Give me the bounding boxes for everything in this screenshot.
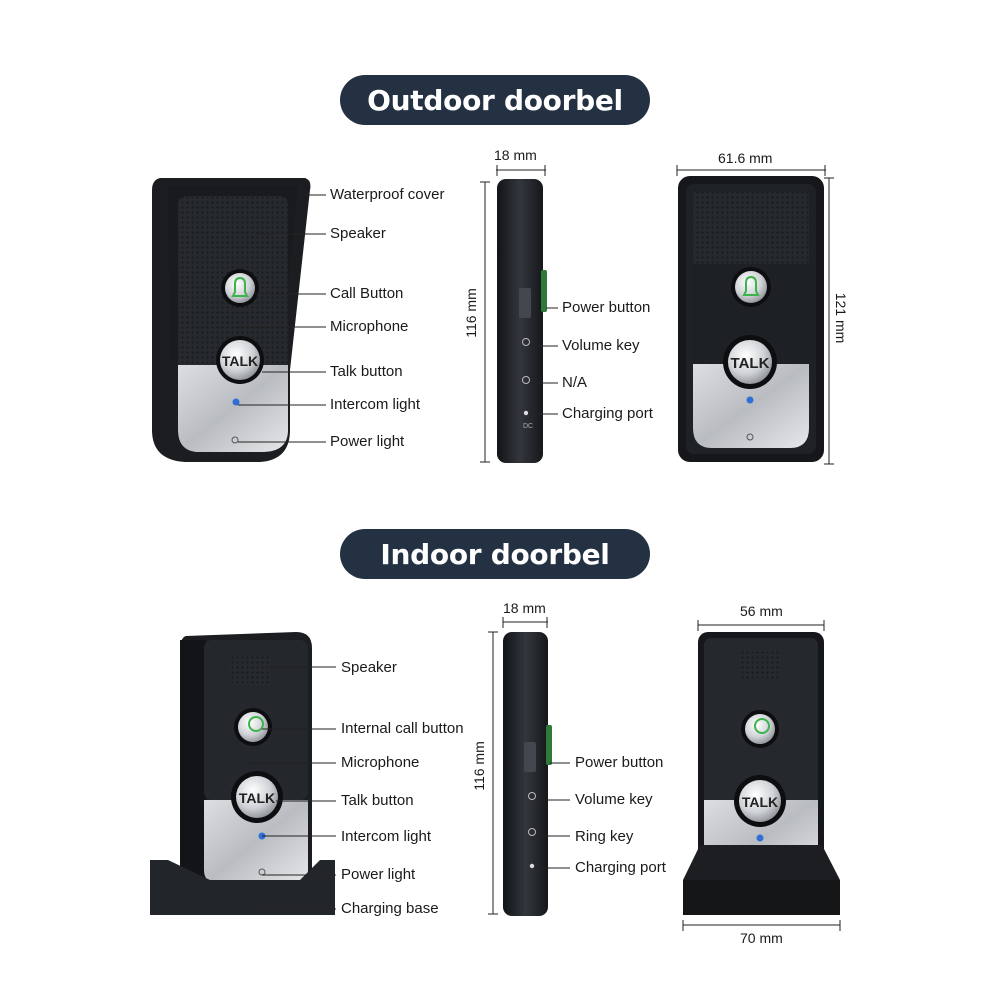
indoor-front-unit: TALK: [683, 632, 840, 915]
dim-outdoor-front-width: 61.6 mm: [718, 150, 773, 166]
indoor-side-unit: [503, 632, 552, 916]
label-outdoor-charging-port: Charging port: [562, 405, 653, 422]
label-indoor-microphone: Microphone: [341, 754, 420, 771]
label-indoor-intercom-light: Intercom light: [341, 828, 432, 845]
label-outdoor-power-light: Power light: [330, 433, 405, 450]
label-outdoor-microphone: Microphone: [330, 318, 409, 335]
label-outdoor-speaker: Speaker: [330, 225, 386, 242]
indoor-talk-text: TALK: [239, 790, 275, 806]
label-indoor-speaker: Speaker: [341, 659, 397, 676]
label-waterproof-cover: Waterproof cover: [330, 186, 445, 203]
label-indoor-volume-key: Volume key: [575, 791, 653, 808]
outdoor-front-talk-text: TALK: [731, 355, 770, 372]
outdoor-title: Outdoor doorbel: [340, 75, 650, 125]
label-ring-key: Ring key: [575, 828, 634, 845]
label-outdoor-na: N/A: [562, 374, 588, 391]
outdoor-dc-text: DC: [523, 423, 533, 430]
dim-outdoor-side-width: 18 mm: [494, 147, 537, 163]
label-charging-base: Charging base: [341, 900, 439, 917]
indoor-front-talk-text: TALK: [742, 794, 778, 810]
label-internal-call-button: Internal call button: [341, 720, 464, 737]
label-outdoor-intercom-light: Intercom light: [330, 396, 421, 413]
label-indoor-power-button: Power button: [575, 754, 664, 771]
dim-indoor-front-width: 56 mm: [740, 603, 783, 619]
label-indoor-talk-button: Talk button: [341, 792, 414, 809]
dim-indoor-side-width: 18 mm: [503, 600, 546, 616]
indoor-title: Indoor doorbel: [340, 529, 650, 579]
label-outdoor-power-button: Power button: [562, 299, 651, 316]
label-outdoor-volume-key: Volume key: [562, 337, 640, 354]
outdoor-angled-unit: TALK: [152, 178, 311, 462]
label-indoor-charging-port: Charging port: [575, 859, 666, 876]
dim-indoor-base-width: 70 mm: [740, 930, 783, 946]
outdoor-leader-lines: [238, 165, 834, 465]
outdoor-front-unit: TALK: [678, 176, 824, 462]
outdoor-talk-text: TALK: [222, 353, 258, 369]
label-indoor-power-light: Power light: [341, 866, 416, 883]
label-call-button: Call Button: [330, 285, 404, 302]
dim-outdoor-height-side: 116 mm: [463, 288, 479, 338]
outdoor-side-unit: DC: [497, 179, 547, 463]
indoor-angled-unit: TALK: [150, 632, 335, 915]
dim-outdoor-front-height: 121 mm: [833, 292, 849, 344]
indoor-leader-lines: [250, 617, 841, 931]
dim-indoor-height-side: 116 mm: [471, 741, 487, 791]
label-outdoor-talk-button: Talk button: [330, 363, 403, 380]
